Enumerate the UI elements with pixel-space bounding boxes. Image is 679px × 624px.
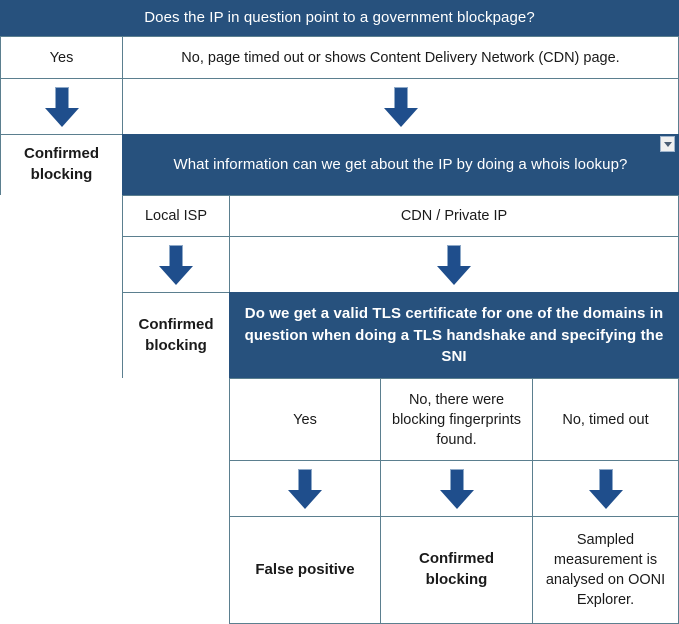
- level2-arrow-right-cell: [229, 236, 679, 293]
- level1-question-banner: Does the IP in question point to a gover…: [0, 0, 679, 37]
- level2-outcome-confirmed-blocking: Confirmed blocking: [122, 292, 230, 379]
- down-arrow-icon: [159, 244, 193, 285]
- level3-outcome-sampled-measurement: Sampled measurement is analysed on OONI …: [532, 516, 679, 624]
- dropdown-arrow-icon[interactable]: [660, 136, 675, 152]
- mid-spacer-column: [122, 378, 231, 623]
- level2-arrow-left-cell: [122, 236, 230, 293]
- level2-question-banner: What information can we get about the IP…: [122, 134, 679, 196]
- level1-outcome-confirmed-blocking: Confirmed blocking: [0, 134, 123, 196]
- level3-arrow-1-cell: [229, 460, 381, 517]
- level3-outcome-confirmed-blocking: Confirmed blocking: [380, 516, 533, 624]
- level3-outcome-false-positive: False positive: [229, 516, 381, 624]
- down-arrow-icon: [588, 468, 623, 509]
- level3-question-banner: Do we get a valid TLS certificate for on…: [229, 292, 679, 379]
- level1-answer-yes: Yes: [0, 36, 123, 79]
- level3-answer-timed-out: No, timed out: [532, 378, 679, 461]
- level3-arrow-3-cell: [532, 460, 679, 517]
- level2-answer-local-isp: Local ISP: [122, 195, 230, 237]
- level3-arrow-2-cell: [380, 460, 533, 517]
- level3-answer-blocking-fingerprints: No, there were blocking fingerprints fou…: [380, 378, 533, 461]
- down-arrow-icon: [383, 86, 418, 127]
- down-arrow-icon: [437, 244, 471, 285]
- level1-arrow-yes-cell: [0, 78, 123, 135]
- down-arrow-icon: [44, 86, 79, 127]
- level2-answer-cdn-private-ip: CDN / Private IP: [229, 195, 679, 237]
- level1-answer-no: No, page timed out or shows Content Deli…: [122, 36, 679, 79]
- down-arrow-icon: [288, 468, 322, 509]
- down-arrow-icon: [439, 468, 474, 509]
- level1-arrow-no-cell: [122, 78, 679, 135]
- level3-answer-yes: Yes: [229, 378, 381, 461]
- left-spacer-column: [0, 195, 124, 623]
